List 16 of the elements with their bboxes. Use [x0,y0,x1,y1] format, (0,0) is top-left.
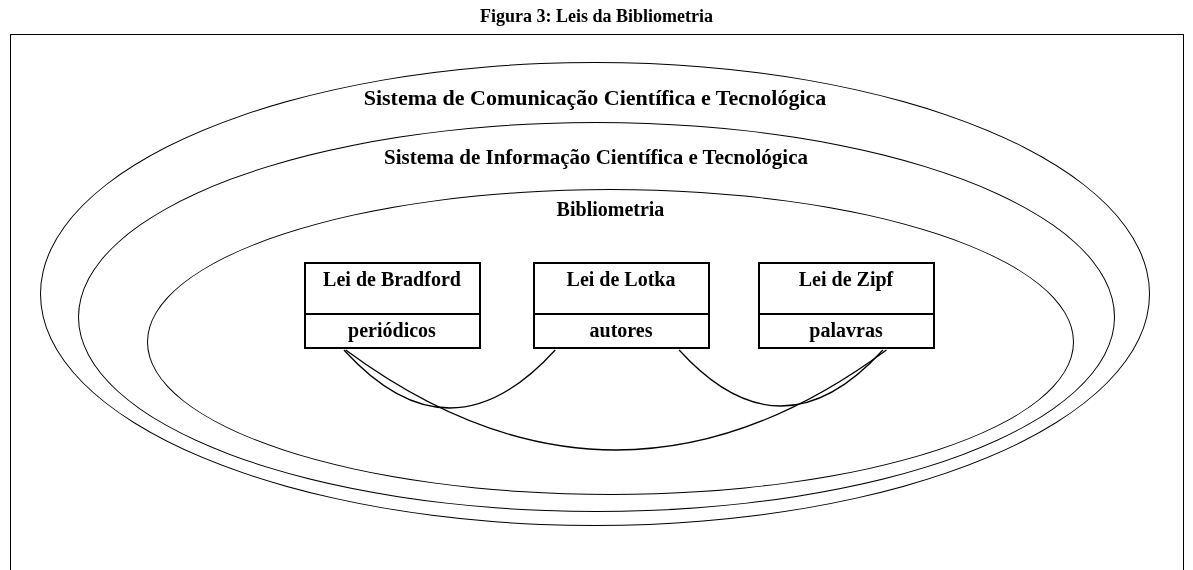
law-box [532,261,710,349]
curved-connector [345,349,888,451]
law-name: Lei de Zipf [797,266,895,293]
curved-connector [678,349,884,407]
law-subject: periódicos [305,312,479,347]
law-subject: autores [534,312,708,347]
law-box [303,261,481,349]
curved-connector [343,349,556,409]
region-title: Sistema de Comunicação Científica e Tecnológica [363,85,827,111]
region-title: Sistema de Informação Científica e Tecnológica [384,144,808,170]
law-box [757,261,935,349]
region-title: Bibliometria [556,198,665,221]
law-name: Lei de Bradford [322,266,462,292]
law-name: Lei de Lotka [565,266,677,292]
law-subject: palavras [759,312,933,347]
figure-title: Figura 3: Leis da Bibliometria [480,6,713,26]
